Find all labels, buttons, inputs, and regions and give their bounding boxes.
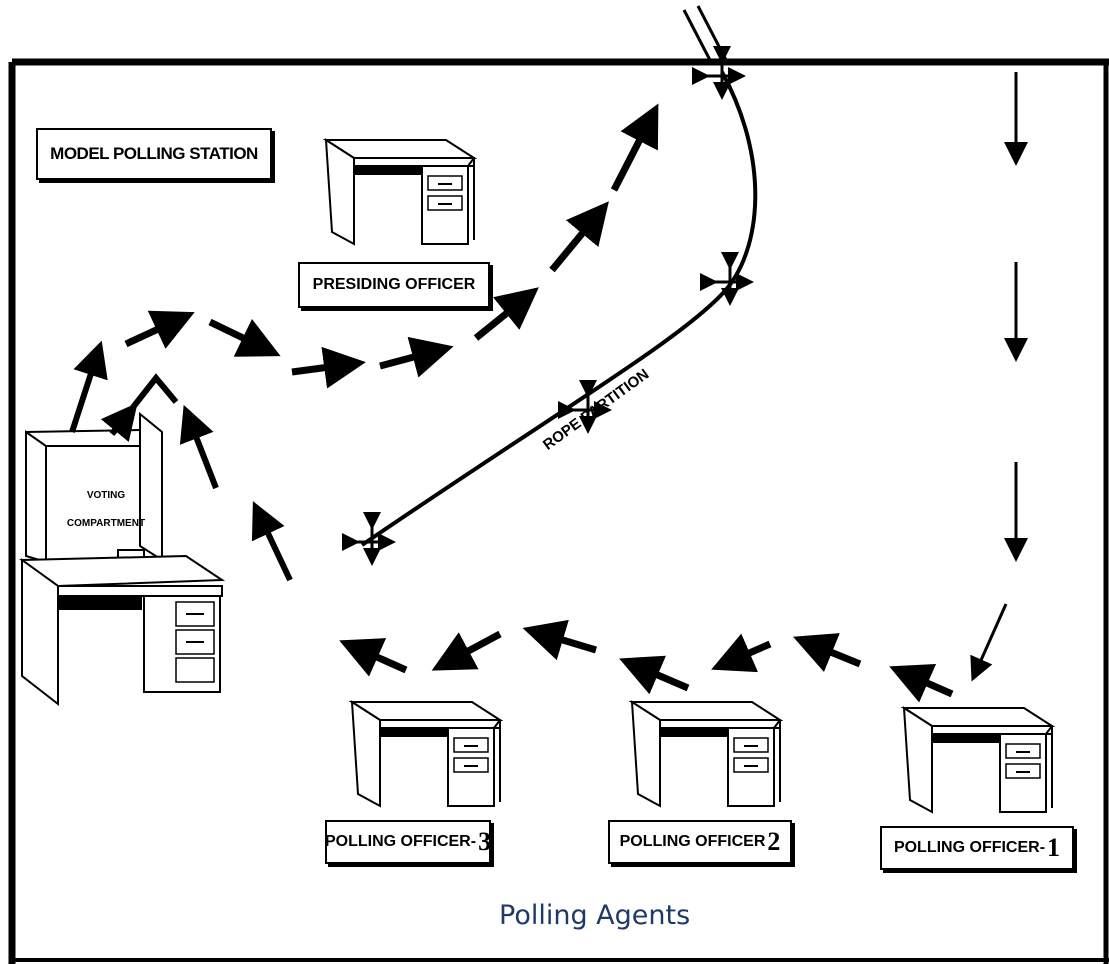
voting-compartment-icon xyxy=(19,411,226,707)
presiding-officer-label: PRESIDING OFFICER xyxy=(298,262,490,308)
flow-arrows-exit xyxy=(124,103,659,389)
voting-compartment-line-1: VOTING xyxy=(86,490,126,501)
polling-agents-label: Polling Agents xyxy=(499,900,691,931)
queue-arrows xyxy=(970,72,1028,682)
entrance-line xyxy=(696,5,728,61)
desk-icon xyxy=(903,707,1053,813)
desk-icon xyxy=(351,701,501,807)
entrance-line xyxy=(682,9,714,65)
polling-officer-1-label: POLLING OFFICER-1 xyxy=(880,826,1074,870)
flow-arrows-officers xyxy=(339,619,954,703)
rope-partition-line xyxy=(360,71,758,547)
desk-icon xyxy=(631,701,781,807)
voting-compartment-label: VOTING COMPARTMENT xyxy=(52,482,160,538)
voting-compartment-line-2: COMPARTMENT xyxy=(66,518,146,529)
entry-exit-cross-icon xyxy=(712,264,748,300)
flow-arrows-compartment xyxy=(69,340,293,582)
desk-icon xyxy=(325,139,475,245)
station-title: MODEL POLLING STATION xyxy=(36,128,272,180)
polling-officer-3-label: POLLING OFFICER-3 xyxy=(325,820,491,864)
